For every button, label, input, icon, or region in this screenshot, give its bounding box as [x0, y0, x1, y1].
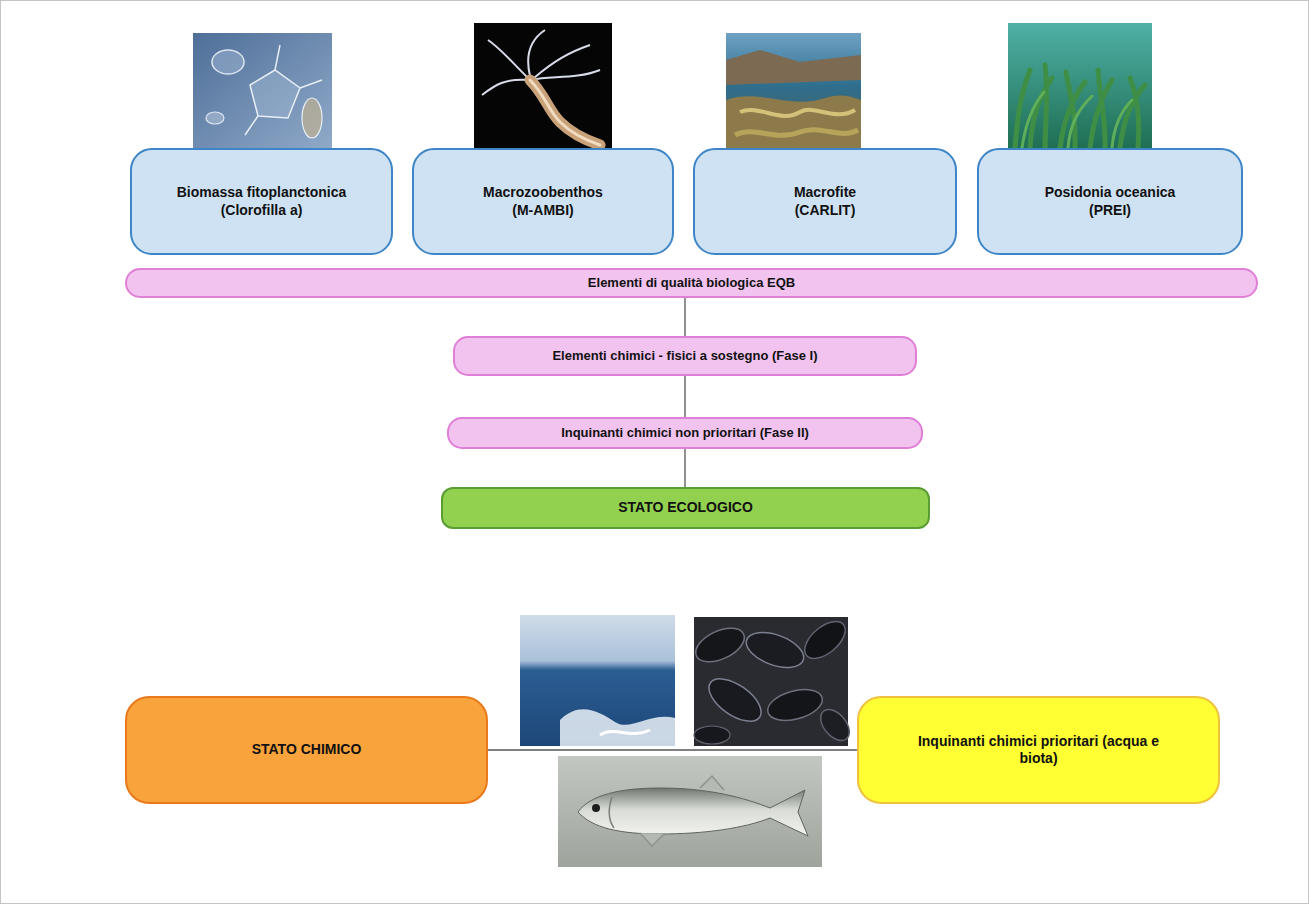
seagrass-blades: [1022, 92, 1132, 148]
worm-highlight: [530, 80, 600, 145]
box-label: Macrozoobenthos (M-AMBI): [473, 184, 613, 219]
photo-ground: [558, 756, 822, 867]
box-label: STATO CHIMICO: [252, 741, 362, 759]
status-box: STATO CHIMICO: [125, 696, 488, 804]
band: Inquinanti chimici non prioritari (Fase …: [447, 417, 923, 449]
rock: [726, 50, 861, 85]
photo-ground: [520, 615, 675, 746]
band: Elementi chimici - fisici a sostegno (Fa…: [453, 336, 917, 376]
photo-ground: [1008, 23, 1152, 148]
box-label: Elementi di qualità biologica EQB: [588, 275, 795, 291]
box-label: Macrofite (CARLIT): [775, 184, 875, 219]
fish-eye: [592, 804, 600, 812]
mussel: [691, 621, 750, 668]
algae: [726, 95, 861, 148]
macrophyte-photo: [726, 33, 861, 148]
box-label: STATO ECOLOGICO: [618, 499, 753, 517]
connector-line: [684, 298, 685, 336]
algae: [735, 130, 858, 136]
sea-photo: [520, 615, 675, 746]
mussel: [742, 626, 809, 675]
mussel: [694, 726, 730, 744]
box-label: Elementi chimici - fisici a sostegno (Fa…: [552, 348, 817, 364]
connector-line: [684, 449, 685, 487]
posidonia-photo: [1008, 23, 1152, 148]
box-label: Posidonia oceanica (PREI): [1028, 184, 1193, 219]
mussel: [815, 704, 855, 746]
cell: [206, 112, 224, 124]
photo-ground: [726, 33, 861, 148]
quality-element-box: Biomassa fitoplanctonica (Clorofilla a): [130, 148, 393, 255]
box-label: Inquinanti chimici non prioritari (Fase …: [561, 425, 809, 441]
mussel: [764, 684, 825, 726]
algae: [740, 110, 855, 116]
cell: [302, 98, 322, 138]
fish-photo: [558, 756, 822, 867]
box-label: Biomassa fitoplanctonica (Clorofilla a): [154, 184, 369, 219]
fish-fins: [640, 776, 724, 846]
cell: [250, 70, 300, 118]
macrozoobenthos-photo: [474, 23, 612, 148]
photo-ground: [193, 33, 332, 148]
fish-gill: [609, 797, 614, 828]
quality-element-box: Macrozoobenthos (M-AMBI): [412, 148, 674, 255]
status-box: STATO ECOLOGICO: [441, 487, 930, 529]
quality-element-box: Macrofite (CARLIT): [693, 148, 957, 255]
mussel: [798, 615, 851, 666]
mussels-photo: [691, 615, 855, 746]
band: Elementi di qualità biologica EQB: [125, 268, 1258, 298]
mussel: [702, 671, 768, 730]
photo-ground: [474, 23, 612, 148]
pollutant-box: Inquinanti chimici prioritari (acqua e b…: [857, 696, 1220, 804]
connector-line: [684, 376, 685, 417]
phytoplankton-photo: [193, 33, 332, 148]
worm-body: [530, 80, 600, 145]
seagrass-blades: [1015, 65, 1145, 148]
fish: [578, 788, 808, 836]
box-label: Inquinanti chimici prioritari (acqua e b…: [909, 733, 1169, 768]
wave-foam: [560, 709, 675, 746]
connector-line: [488, 749, 857, 750]
cell: [212, 50, 244, 74]
wave-foam: [600, 730, 650, 735]
quality-element-box: Posidonia oceanica (PREI): [977, 148, 1243, 255]
